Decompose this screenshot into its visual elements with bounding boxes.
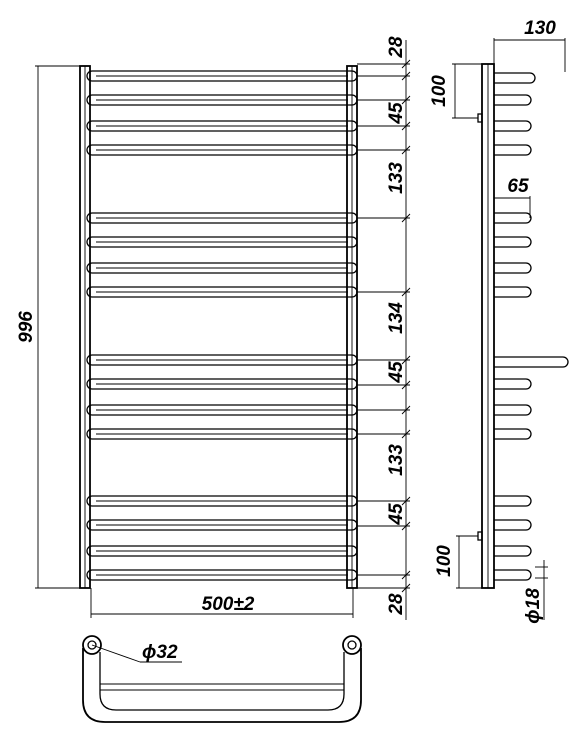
- side-rung: [494, 378, 532, 390]
- front-view: [79, 65, 358, 589]
- front-rung: [86, 262, 358, 274]
- side-rung: [494, 545, 532, 557]
- bracket-bottom: [477, 531, 483, 541]
- right-extension-lines: [357, 59, 411, 593]
- front-rung: [86, 545, 358, 557]
- depth-label: 130: [524, 18, 556, 39]
- front-rung: [86, 212, 358, 224]
- pitch-top-label: 45: [386, 102, 407, 125]
- mount-top-label: 100: [429, 75, 450, 107]
- side-rung: [494, 286, 532, 298]
- front-dimensions: 996 500±2 28 45 133 134 45 133 45 28: [16, 36, 411, 620]
- side-connection-top: [494, 72, 536, 84]
- front-rung: [86, 70, 358, 82]
- side-rung: [494, 519, 532, 531]
- side-rung: [494, 495, 532, 507]
- side-rung: [494, 569, 532, 581]
- mount-bottom-label: 100: [434, 545, 455, 577]
- side-view: [477, 63, 569, 589]
- side-rungs: [494, 94, 532, 581]
- front-rungs: [86, 70, 358, 581]
- front-rung: [86, 354, 358, 366]
- front-rung: [86, 519, 358, 531]
- side-connection-mid: [494, 356, 569, 368]
- rung-diameter-label: ϕ18: [523, 588, 544, 624]
- side-rung: [494, 236, 532, 248]
- bracket-top: [477, 113, 483, 123]
- top-view-outer: [82, 648, 362, 723]
- front-rung: [86, 495, 358, 507]
- side-rung: [494, 144, 532, 156]
- width-label: 500±2: [202, 594, 255, 615]
- pitch-bottom-label: 45: [386, 503, 407, 526]
- front-rung: [86, 94, 358, 106]
- pipe-end-right: [342, 635, 362, 655]
- front-rung: [86, 144, 358, 156]
- side-rung: [494, 262, 532, 274]
- front-rung: [86, 378, 358, 390]
- rung-depth-label: 65: [507, 176, 529, 197]
- side-dimensions: 130 65 100 100 ϕ18: [429, 18, 566, 624]
- pitch-mid-label: 45: [386, 361, 407, 384]
- pipe-end-left: [82, 635, 102, 655]
- side-rung: [494, 94, 532, 106]
- top-view: ϕ32: [82, 635, 362, 723]
- front-rung: [86, 120, 358, 132]
- gap-3-label: 133: [386, 444, 407, 476]
- front-rung: [86, 286, 358, 298]
- front-rung: [86, 236, 358, 248]
- side-rung: [494, 404, 532, 416]
- top-view-inner: [99, 652, 345, 711]
- top-offset-label: 28: [386, 36, 407, 59]
- pipe-diameter-label: ϕ32: [142, 642, 178, 663]
- total-height-label: 996: [16, 311, 37, 343]
- side-rung: [494, 212, 532, 224]
- bottom-offset-label: 28: [386, 593, 407, 616]
- front-rung: [86, 404, 358, 416]
- side-rung: [494, 120, 532, 132]
- front-rung: [86, 428, 358, 440]
- gap-1-label: 133: [386, 162, 407, 194]
- side-rung: [494, 428, 532, 440]
- front-rung: [86, 569, 358, 581]
- gap-2-label: 134: [386, 302, 407, 334]
